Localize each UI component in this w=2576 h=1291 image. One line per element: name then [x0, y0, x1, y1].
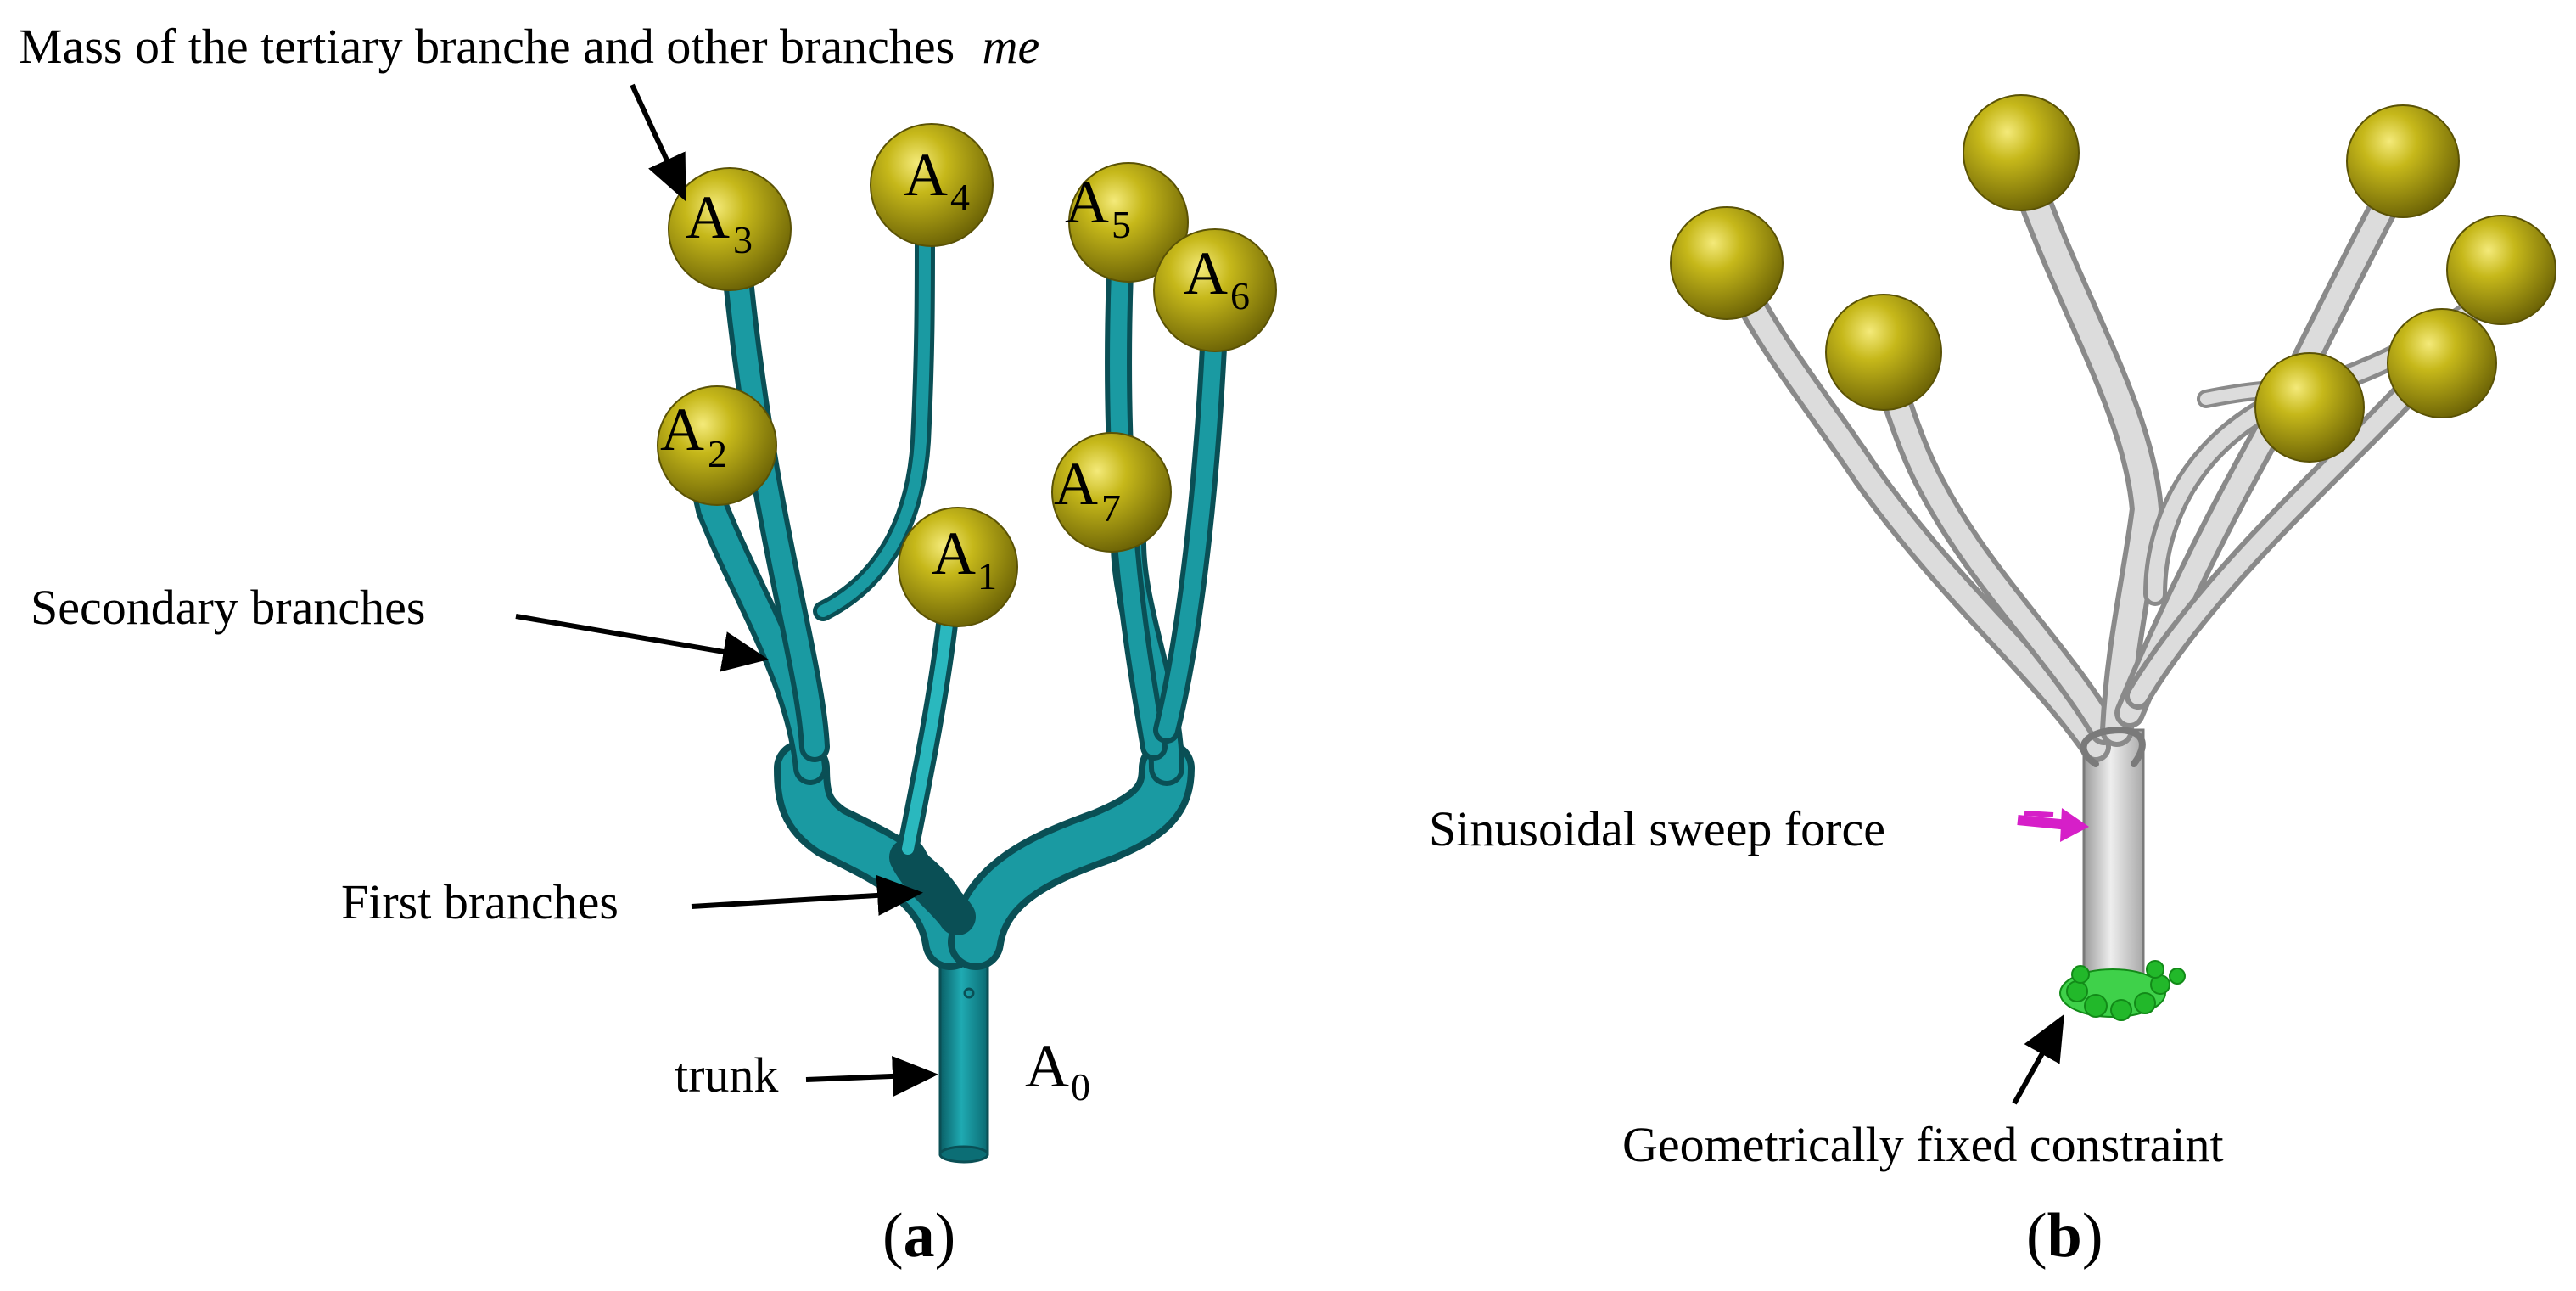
node-a3-sub: 3 — [733, 218, 753, 261]
constraint-icon — [2059, 960, 2186, 1021]
annotation-constraint: Geometrically fixed constraint — [1622, 1013, 2224, 1172]
node-a6-sub: 6 — [1230, 274, 1250, 317]
node-a4: A 4 — [870, 123, 994, 247]
caption-a: (a) — [882, 1201, 955, 1271]
node-a5: A 5 — [1065, 162, 1189, 283]
annotation-first: First branches — [341, 874, 923, 929]
first-branches-a — [774, 740, 1195, 970]
node-a1: A 1 — [898, 507, 1018, 627]
force-arrow-icon — [2017, 808, 2089, 842]
node-a7: A 7 — [1051, 432, 1172, 553]
node-a6-letter: A — [1184, 239, 1228, 307]
node-a6: A 6 — [1153, 228, 1277, 352]
annotation-force: Sinusoidal sweep force — [1429, 801, 1885, 856]
label-first: First branches — [341, 874, 619, 929]
arrow-mass — [630, 83, 686, 202]
panel-a: A 1 A 2 A 3 A 4 A 5 A 6 A — [19, 19, 1277, 1271]
label-secondary: Secondary branches — [31, 580, 425, 635]
label-constraint: Geometrically fixed constraint — [1622, 1117, 2224, 1172]
label-mass-symbol: me — [983, 19, 1040, 74]
node-a2: A 2 — [657, 385, 777, 506]
svg-text:Mass of the tertiary branche a: Mass of the tertiary branche and other b… — [19, 19, 1039, 74]
caption-b: (b) — [2026, 1201, 2103, 1271]
node-a2-sub: 2 — [708, 432, 727, 475]
arrow-trunk — [805, 1055, 938, 1097]
ball-b-3 — [1963, 94, 2080, 211]
node-a5-letter: A — [1065, 168, 1109, 236]
node-a3-letter: A — [686, 183, 730, 251]
annotation-secondary: Secondary branches — [31, 580, 769, 672]
node-a4-sub: 4 — [950, 176, 970, 219]
ball-b-2 — [1825, 294, 1942, 411]
annotation-mass: Mass of the tertiary branche and other b… — [19, 19, 1039, 202]
arrow-secondary — [515, 614, 769, 672]
annotation-trunk: trunk — [675, 1047, 938, 1103]
trunk-b — [2082, 728, 2145, 986]
arrow-constraint — [2012, 1013, 2064, 1105]
label-mass: Mass of the tertiary branche and other b… — [19, 19, 955, 74]
node-a7-sub: 7 — [1101, 486, 1121, 530]
branches-b — [1716, 153, 2511, 767]
label-a0: A 0 — [1025, 1032, 1090, 1109]
label-force: Sinusoidal sweep force — [1429, 801, 1885, 856]
ball-b-5 — [2446, 215, 2556, 325]
ball-b-1 — [1670, 206, 1784, 320]
label-a0-letter: A — [1025, 1032, 1069, 1100]
node-a1-letter: A — [932, 519, 976, 587]
node-a7-letter: A — [1054, 450, 1098, 518]
label-trunk: trunk — [675, 1047, 778, 1103]
ball-b-6 — [2387, 308, 2497, 418]
node-a2-letter: A — [660, 396, 704, 463]
trunk-a — [938, 940, 989, 1164]
panel-b: Sinusoidal sweep force Geometrically fix… — [1429, 94, 2556, 1271]
node-a5-sub: 5 — [1112, 203, 1131, 246]
arrow-first — [691, 874, 923, 916]
node-a1-sub: 1 — [977, 554, 997, 598]
ball-b-7 — [2254, 352, 2365, 463]
node-a3: A 3 — [668, 167, 792, 291]
label-a0-sub: 0 — [1071, 1065, 1090, 1109]
ball-b-4 — [2346, 104, 2460, 218]
node-a4-letter: A — [904, 141, 948, 209]
secondary-branches-a — [687, 227, 1227, 860]
